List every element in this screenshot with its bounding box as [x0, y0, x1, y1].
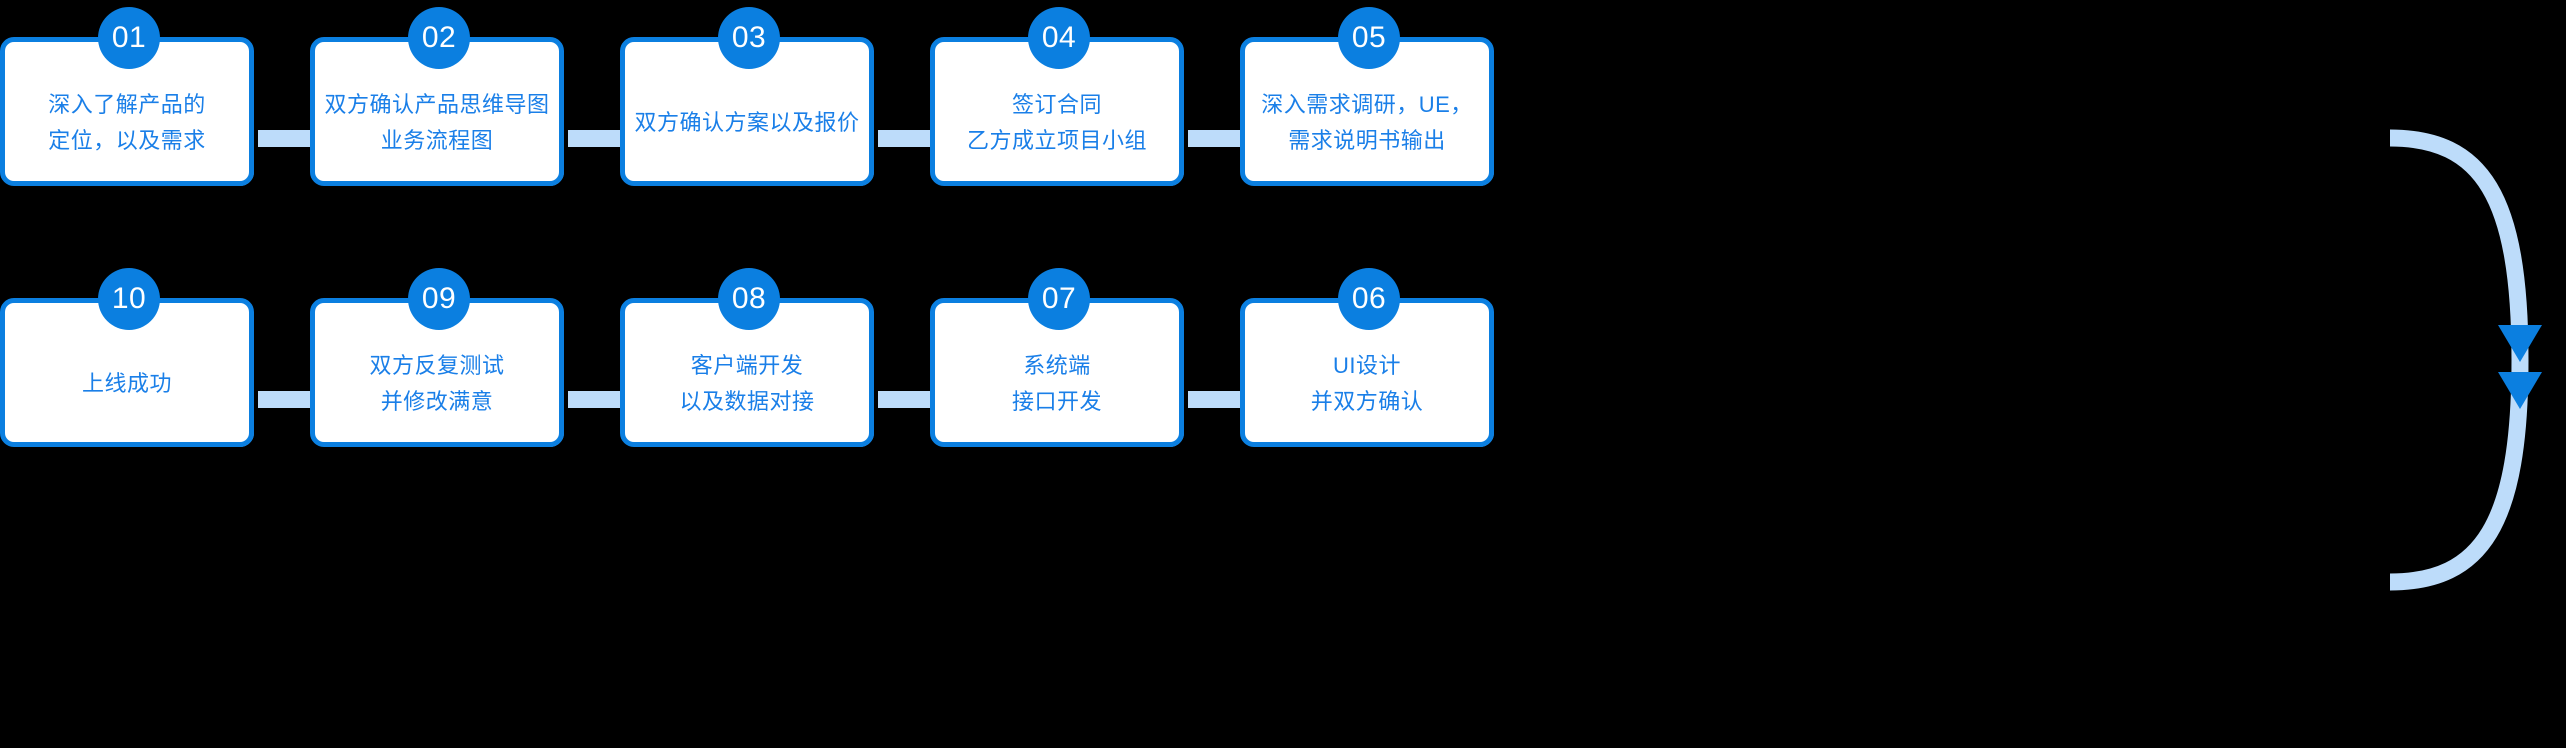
- step-box-10[interactable]: 上线成功 10: [0, 268, 258, 451]
- step-number-badge-10: 10: [98, 268, 160, 330]
- step-label-line: 接口开发: [1011, 388, 1102, 414]
- step-label-09: 双方反复测试 并修改满意: [315, 303, 559, 442]
- step-number-badge-09: 09: [408, 268, 470, 330]
- connector-01-02: [258, 37, 310, 190]
- step-number-badge-06: 06: [1338, 268, 1400, 330]
- step-box-08[interactable]: 客户端开发 以及数据对接 08: [620, 268, 878, 451]
- connector-07-08: [878, 298, 930, 451]
- connector-bar: [1188, 391, 1240, 408]
- step-box-04[interactable]: 签订合同 乙方成立项目小组 04: [930, 7, 1188, 190]
- step-label-line: 乙方成立项目小组: [966, 127, 1147, 153]
- step-number-badge-04: 04: [1028, 7, 1090, 69]
- step-number-badge-08: 08: [718, 268, 780, 330]
- top-row: 深入了解产品的 定位，以及需求 01 双方确认产品思维导图 业务流程图 02: [0, 7, 2566, 192]
- step-label-line: 双方确认产品思维导图: [324, 91, 550, 117]
- connector-bar: [1188, 130, 1240, 147]
- step-box-02[interactable]: 双方确认产品思维导图 业务流程图 02: [310, 7, 568, 190]
- step-label-line: 并修改满意: [380, 388, 494, 414]
- step-label-10: 上线成功: [5, 303, 249, 442]
- step-label-08: 客户端开发 以及数据对接: [625, 303, 869, 442]
- connector-08-09: [568, 298, 620, 451]
- step-label-line: 上线成功: [81, 370, 172, 396]
- step-label-line: 需求说明书输出: [1288, 127, 1446, 153]
- step-number-badge-05: 05: [1338, 7, 1400, 69]
- step-box-card: 双方确认方案以及报价: [620, 37, 874, 186]
- connector-04-05: [1188, 37, 1240, 190]
- step-box-09[interactable]: 双方反复测试 并修改满意 09: [310, 268, 568, 451]
- connector-06-07: [1188, 298, 1240, 451]
- step-box-01[interactable]: 深入了解产品的 定位，以及需求 01: [0, 7, 258, 190]
- step-label-line: 双方确认方案以及报价: [634, 109, 860, 135]
- connector-bar: [258, 130, 310, 147]
- connector-03-04: [878, 37, 930, 190]
- step-box-07[interactable]: 系统端 接口开发 07: [930, 268, 1188, 451]
- step-label-line: 双方反复测试: [369, 352, 505, 378]
- step-label-line: 客户端开发: [690, 352, 804, 378]
- connector-bar: [568, 130, 620, 147]
- step-box-05[interactable]: 深入需求调研，UE， 需求说明书输出 05: [1240, 7, 1498, 190]
- step-number-badge-02: 02: [408, 7, 470, 69]
- step-label-06: UI设计 并双方确认: [1245, 303, 1489, 442]
- step-label-line: 定位，以及需求: [48, 127, 206, 153]
- connector-09-10: [258, 298, 310, 451]
- step-label-01: 深入了解产品的 定位，以及需求: [5, 42, 249, 181]
- connector-bar: [878, 391, 930, 408]
- step-label-07: 系统端 接口开发: [935, 303, 1179, 442]
- step-label-line: 深入了解产品的: [48, 91, 206, 117]
- step-label-line: 并双方确认: [1310, 388, 1424, 414]
- step-number-badge-01: 01: [98, 7, 160, 69]
- step-label-05: 深入需求调研，UE， 需求说明书输出: [1245, 42, 1489, 181]
- connector-bar: [568, 391, 620, 408]
- step-label-03: 双方确认方案以及报价: [625, 42, 869, 181]
- step-label-line: 深入需求调研，UE，: [1261, 91, 1473, 117]
- step-label-02: 双方确认产品思维导图 业务流程图: [315, 42, 559, 181]
- step-number-badge-07: 07: [1028, 268, 1090, 330]
- step-label-04: 签订合同 乙方成立项目小组: [935, 42, 1179, 181]
- bottom-row: 上线成功 10 双方反复测试 并修改满意 09 客户端开发 以及数据对接: [0, 268, 2566, 453]
- step-label-line: 系统端: [1023, 352, 1091, 378]
- step-label-line: UI设计: [1332, 352, 1401, 378]
- step-box-06[interactable]: UI设计 并双方确认 06: [1240, 268, 1498, 451]
- connector-bar: [878, 130, 930, 147]
- connector-02-03: [568, 37, 620, 190]
- step-number-badge-03: 03: [718, 7, 780, 69]
- step-label-line: 以及数据对接: [679, 388, 815, 414]
- step-box-03[interactable]: 双方确认方案以及报价 03: [620, 7, 878, 190]
- connector-bar: [258, 391, 310, 408]
- step-label-line: 签订合同: [1011, 91, 1102, 117]
- step-label-line: 业务流程图: [380, 127, 494, 153]
- step-box-card: 双方确认产品思维导图 业务流程图: [310, 37, 564, 186]
